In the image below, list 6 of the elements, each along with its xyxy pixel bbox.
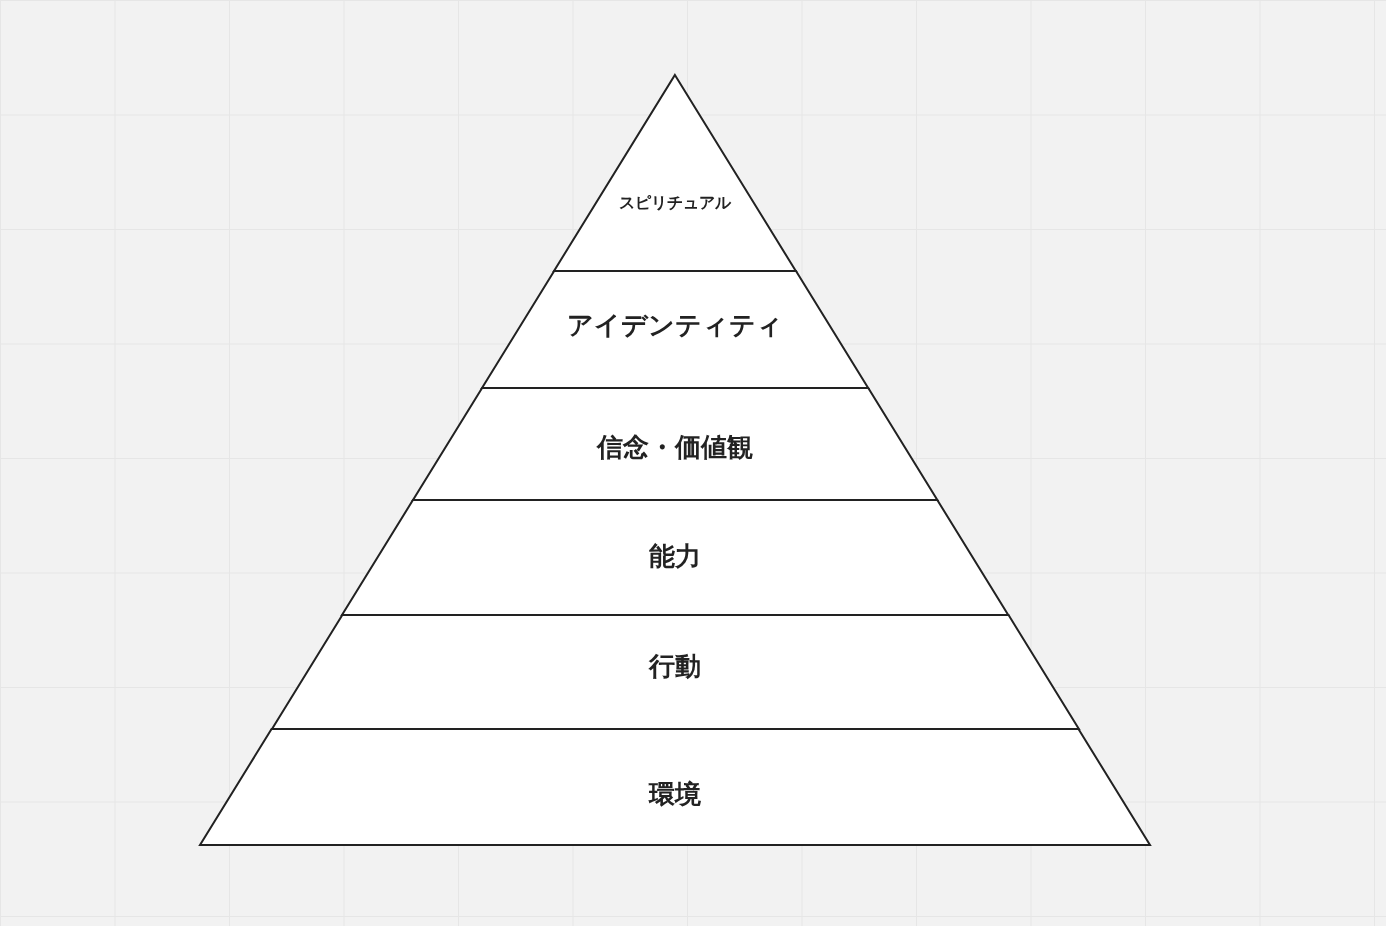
layer-label: スピリチュアル [619,192,731,214]
layer-label: 行動 [649,649,701,683]
layer-label: 能力 [649,539,701,573]
layer-label: 環境 [649,777,701,811]
layer-label: アイデンティティ [567,308,783,342]
layer-label: 信念・価値観 [597,430,753,464]
